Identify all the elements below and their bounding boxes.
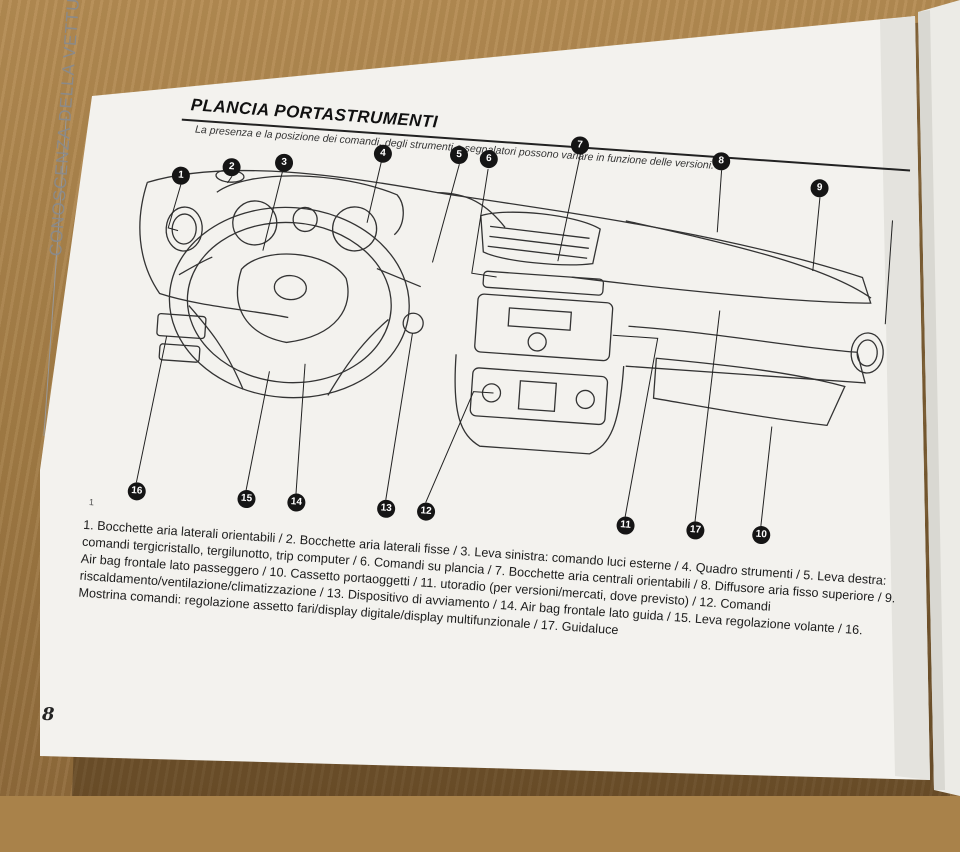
dashboard-diagram	[135, 154, 894, 527]
right-air-vent	[850, 332, 884, 374]
car-radio	[474, 293, 614, 362]
dashboard-controls	[482, 270, 605, 296]
left-switch-panel	[156, 312, 207, 340]
gauge-left	[232, 200, 278, 246]
steering-wheel	[168, 206, 410, 399]
ignition	[402, 312, 424, 334]
book-pages	[40, 0, 960, 796]
manual-page: CONOSCENZA DELLA VETTURA PLANCIA PORTAST…	[27, 0, 918, 850]
fiat-logo	[273, 274, 307, 301]
cluster-hood	[216, 175, 404, 236]
passenger-airbag-cover	[625, 220, 872, 299]
gauge-right	[331, 206, 378, 252]
glove-box	[652, 357, 846, 427]
gauge-center	[292, 206, 318, 233]
dashboard-outline	[147, 169, 872, 304]
steering-hub	[236, 253, 349, 344]
caption-footnote-mark: 1	[88, 497, 95, 508]
page-number: 8	[42, 704, 55, 725]
climate-panel	[469, 367, 609, 426]
center-air-vents	[480, 211, 601, 266]
left-air-vent	[165, 206, 203, 252]
